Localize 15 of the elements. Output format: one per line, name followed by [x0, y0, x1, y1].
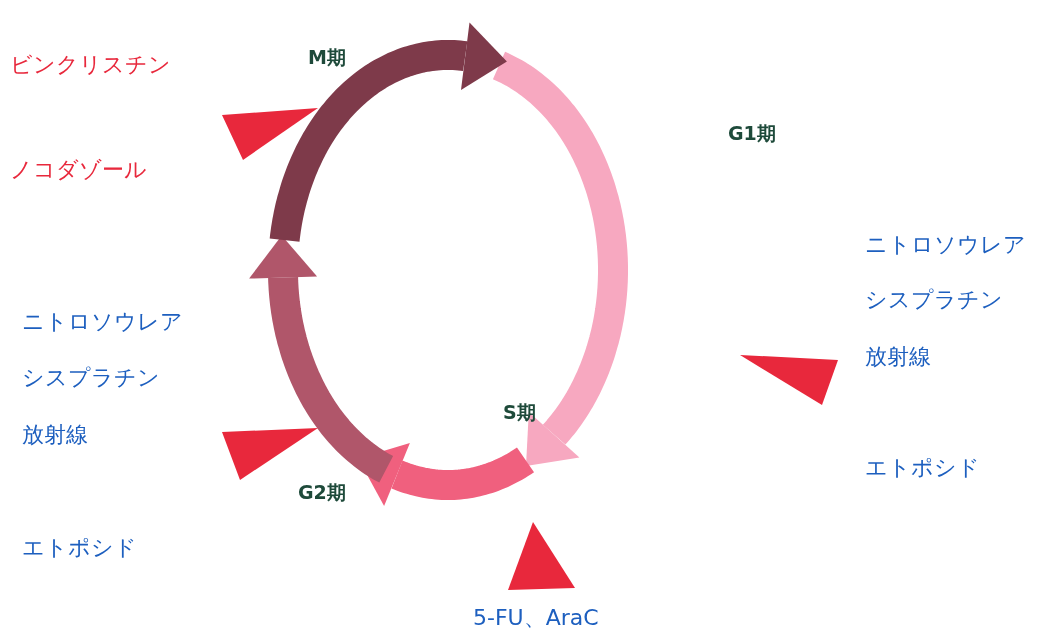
drug-name: ノコダゾール: [10, 157, 147, 183]
treatment-name: シスプラチン: [865, 287, 1003, 313]
phase-label: G1期: [728, 122, 776, 144]
treatment-name: ニトロソウレア: [865, 232, 1026, 258]
phase-label: S期: [503, 401, 536, 423]
treatment-name: ニトロソウレア: [22, 309, 183, 335]
treatment-name: 放射線: [865, 344, 931, 370]
treatment-name: エトポシド: [865, 455, 980, 481]
treatment-name: 5-FU、AraC: [473, 605, 599, 631]
treatment-name: エトポシド: [22, 535, 137, 561]
drug-name: ビンクリスチン: [10, 52, 171, 78]
phase-label: M期: [308, 46, 346, 68]
phase-label: G2期: [298, 481, 346, 503]
treatment-name: シスプラチン: [22, 365, 160, 391]
treatment-name: 放射線: [22, 422, 88, 448]
